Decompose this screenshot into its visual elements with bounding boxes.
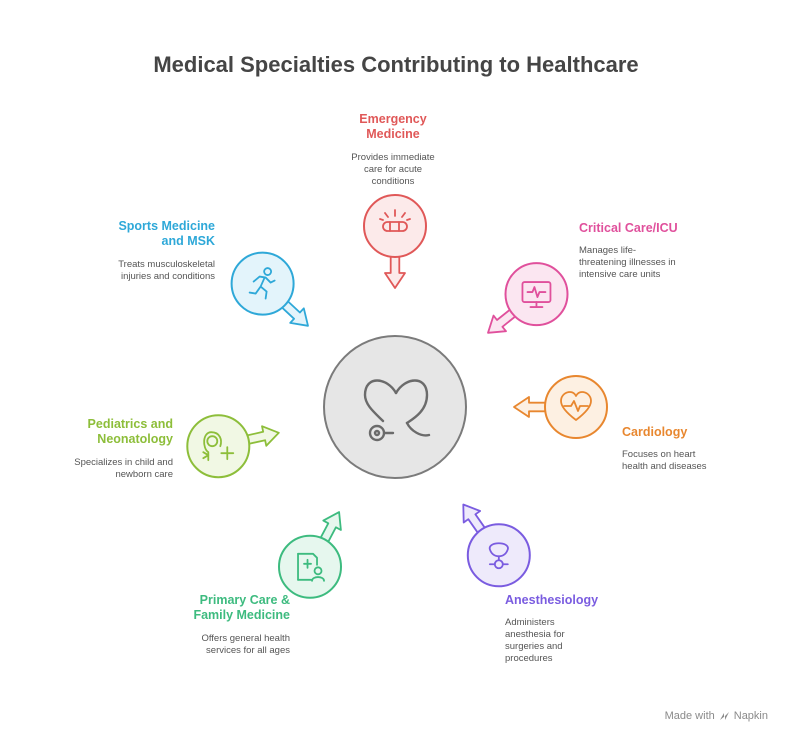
specialty-node-primary — [278, 511, 342, 599]
specialty-label-primary: Primary Care &Family Medicine — [130, 593, 290, 623]
brand-prefix: Made with — [664, 710, 715, 722]
label-line: Anesthesiology — [505, 593, 599, 607]
label-line: Neonatology — [97, 432, 173, 446]
label-line: Sports Medicine — [118, 219, 215, 233]
specialty-node-sports — [230, 251, 309, 327]
label-line: Primary Care & — [199, 593, 290, 607]
desc-line: anesthesia for — [505, 629, 565, 640]
desc-line: newborn care — [115, 469, 173, 480]
running-person-icon — [248, 267, 276, 300]
flashlight-icon — [379, 209, 411, 232]
desc-line: injuries and conditions — [120, 271, 215, 282]
desc-line: Administers — [505, 617, 555, 628]
desc-line: services for all ages — [206, 645, 290, 656]
specialty-node-emergency — [363, 194, 427, 289]
label-line: Pediatrics and — [87, 417, 173, 431]
label-line: Family Medicine — [193, 608, 290, 622]
desc-line: Provides immediate — [351, 152, 435, 163]
label-line: Critical Care/ICU — [579, 221, 678, 235]
baby-plus-icon — [202, 431, 235, 462]
desc-line: Focuses on heart — [622, 449, 696, 460]
desc-line: health and diseases — [622, 461, 707, 472]
specialty-node-anesthesiology — [462, 503, 531, 588]
specialty-label-anesthesiology: Anesthesiology — [505, 593, 655, 608]
heart-pulse-icon — [560, 391, 592, 421]
desc-line: Manages life- — [579, 245, 637, 256]
label-line: and MSK — [161, 234, 215, 248]
desc-line: Treats musculoskeletal — [118, 259, 215, 270]
node-circle-emergency — [363, 194, 427, 258]
desc-line: Offers general health — [201, 633, 290, 644]
specialty-node-pediatrics — [186, 414, 280, 479]
desc-line: Specializes in child and — [74, 457, 173, 468]
specialty-node-cardiology — [513, 375, 608, 439]
brand-name: Napkin — [733, 710, 768, 722]
specialty-label-cardiology: Cardiology — [622, 425, 772, 440]
page-title: Medical Specialties Contributing to Heal… — [153, 52, 639, 77]
node-circle-pediatrics — [186, 414, 251, 479]
desc-line: conditions — [371, 176, 415, 187]
desc-line: surgeries and — [505, 641, 563, 652]
specialty-node-critical — [487, 262, 569, 334]
label-line: Cardiology — [622, 425, 688, 439]
heart-stethoscope-icon — [363, 379, 431, 442]
anesthesia-mask-icon — [488, 542, 509, 570]
center-node — [323, 335, 467, 479]
desc-line: threatening illnesses in — [579, 257, 676, 268]
desc-line: procedures — [505, 653, 553, 664]
desc-line: care for acute — [363, 164, 423, 175]
brand-watermark: Made with Napkin — [665, 710, 768, 722]
desc-line: intensive care units — [579, 269, 661, 280]
napkin-logo-icon — [719, 711, 729, 720]
specialty-label-critical: Critical Care/ICU — [579, 221, 729, 236]
node-circle-primary — [278, 534, 342, 599]
medical-record-patient-icon — [297, 552, 325, 582]
label-line: Emergency — [359, 112, 427, 126]
heart-monitor-icon — [521, 281, 552, 308]
label-line: Medicine — [366, 127, 420, 141]
node-circle-anesthesiology — [466, 523, 531, 588]
